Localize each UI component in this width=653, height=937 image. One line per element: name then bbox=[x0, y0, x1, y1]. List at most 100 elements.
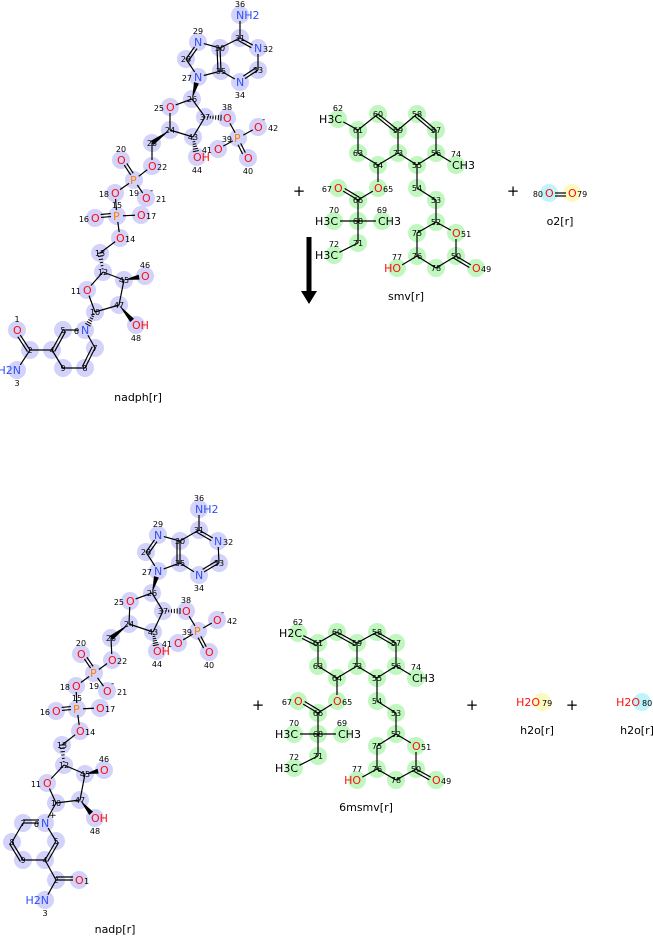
atom-highlight bbox=[189, 622, 207, 640]
atom-number: 76 bbox=[412, 252, 422, 261]
single-bond bbox=[169, 129, 194, 138]
atom-7: 7 bbox=[20, 819, 25, 828]
molecule-name[interactable]: h2o[r] bbox=[620, 724, 653, 737]
single-bond bbox=[397, 113, 418, 131]
double-bond bbox=[19, 334, 31, 351]
atom-10: 10 bbox=[51, 799, 61, 808]
atom-71: 71 bbox=[353, 239, 363, 248]
atom-57: 57 bbox=[391, 639, 401, 648]
single-bond bbox=[94, 304, 120, 313]
atom-23: 23 bbox=[106, 634, 116, 643]
double-bond bbox=[203, 562, 220, 573]
double-bond bbox=[415, 768, 432, 778]
atom-37: 37 bbox=[158, 607, 168, 616]
molecule-name[interactable]: nadp[r] bbox=[95, 923, 136, 936]
molecule-name[interactable]: h2o[r] bbox=[520, 724, 554, 737]
double-bond-line bbox=[187, 48, 198, 62]
double-bond-line bbox=[147, 541, 158, 555]
double-bond bbox=[303, 635, 319, 644]
atom-symbol: O bbox=[182, 605, 191, 618]
atom-number: 18 bbox=[60, 683, 70, 692]
atom-number: 32 bbox=[223, 538, 233, 547]
atom-symbol: H3C bbox=[319, 113, 342, 126]
molecule-name[interactable]: o2[r] bbox=[547, 215, 574, 228]
atom-33: 33 bbox=[214, 559, 224, 568]
single-bond bbox=[175, 98, 193, 106]
atom-4: 4 bbox=[42, 856, 47, 865]
atom-number: 39 bbox=[222, 135, 232, 144]
atom-29: N29 bbox=[153, 520, 163, 542]
atom-highlight bbox=[285, 725, 303, 743]
atom-highlight bbox=[285, 759, 303, 777]
molecule-name[interactable]: nadph[r] bbox=[114, 391, 162, 404]
atom-number: 66 bbox=[353, 196, 363, 205]
atom-symbol: O bbox=[214, 143, 223, 156]
atom-highlight bbox=[136, 267, 154, 285]
atom-number: 8 bbox=[82, 364, 87, 373]
double-bond-line bbox=[197, 532, 212, 542]
single-bond bbox=[377, 152, 399, 166]
atom-number: 55 bbox=[412, 161, 422, 170]
atom-symbol: HO bbox=[344, 774, 361, 787]
atom-highlight bbox=[407, 737, 425, 755]
atom-highlight bbox=[467, 259, 485, 277]
atom-highlight bbox=[407, 669, 425, 687]
double-bond-line bbox=[100, 212, 111, 216]
double-bond bbox=[185, 46, 196, 60]
double-bond-line bbox=[237, 144, 244, 155]
atom-9: 9 bbox=[20, 856, 25, 865]
atom-symbol: N bbox=[81, 324, 89, 337]
atom-56: 56 bbox=[391, 662, 401, 671]
atom-52: 52 bbox=[431, 218, 441, 227]
single-bond bbox=[317, 665, 338, 679]
single-bond bbox=[435, 255, 457, 269]
atom-41: O41 bbox=[162, 637, 183, 650]
hash-bond bbox=[165, 608, 181, 614]
double-bond bbox=[239, 37, 254, 46]
atom-number: 53 bbox=[431, 196, 441, 205]
atom-number: 74 bbox=[451, 150, 461, 159]
atom-number: 61 bbox=[353, 126, 363, 135]
atom-highlight bbox=[231, 73, 249, 91]
molecule-name[interactable]: 6msmv[r] bbox=[339, 801, 393, 814]
atom-highlight bbox=[71, 722, 89, 740]
atom-symbol: O bbox=[412, 740, 421, 753]
atom-number: 37 bbox=[158, 607, 168, 616]
atom-number: 65 bbox=[342, 698, 352, 707]
atom-symbol: O bbox=[13, 324, 22, 337]
atom-24: 24 bbox=[124, 620, 134, 629]
atom-number: 23 bbox=[106, 634, 116, 643]
atom-number: 67 bbox=[322, 185, 332, 194]
atom-number: 13 bbox=[57, 741, 67, 750]
atom-80: O80 bbox=[533, 187, 554, 200]
atom-number: 79 bbox=[542, 699, 552, 708]
atom-symbol: O bbox=[374, 182, 383, 195]
atom-55: 55 bbox=[372, 674, 382, 683]
molecule-name[interactable]: smv[r] bbox=[388, 290, 424, 303]
atom-6: N6 bbox=[74, 324, 89, 337]
atom-number: 52 bbox=[431, 218, 441, 227]
double-bond-line bbox=[414, 115, 435, 133]
atom-number: 35 bbox=[175, 559, 185, 568]
atom-number: 6 bbox=[74, 327, 79, 336]
atom-highlight bbox=[70, 871, 88, 889]
single-bond bbox=[122, 214, 136, 217]
single-bond bbox=[339, 242, 359, 253]
atom-symbol: N bbox=[254, 42, 262, 55]
atom-37: 37 bbox=[200, 113, 210, 122]
